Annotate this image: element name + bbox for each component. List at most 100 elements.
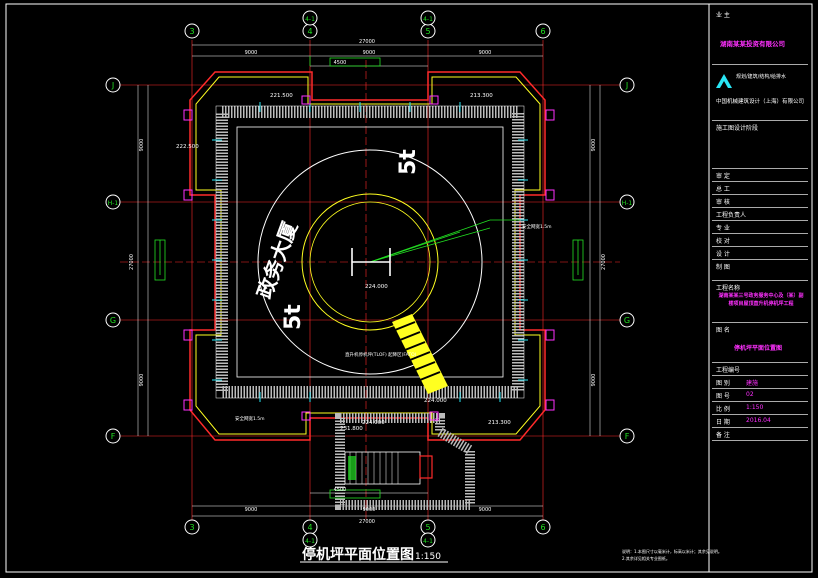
tb-row-1: 总 工 (712, 181, 808, 194)
company-logo-icon (716, 74, 732, 88)
svg-text:J: J (111, 81, 114, 90)
right-tag (572, 239, 584, 281)
svg-text:231.800: 231.800 (340, 426, 363, 432)
svg-text:J: J (625, 81, 628, 90)
bottom-tag (329, 489, 381, 499)
svg-text:9000: 9000 (139, 374, 145, 387)
tlof-outer (301, 193, 439, 331)
tb-row-0: 审 定 (712, 168, 808, 181)
stair-core (335, 413, 475, 510)
tb-stage: 施工图设计阶段 (712, 120, 808, 169)
svg-text:224.000: 224.000 (365, 284, 388, 290)
svg-text:5: 5 (425, 523, 430, 532)
svg-text:9000: 9000 (245, 507, 258, 513)
svg-text:4500: 4500 (334, 60, 347, 66)
svg-text:4: 4 (307, 27, 312, 36)
svg-text:6: 6 (540, 27, 545, 36)
top-tag (329, 57, 381, 67)
svg-text:213.300: 213.300 (488, 420, 511, 426)
note-line-1: 说明：1.本图尺寸以毫米计，标高以米计；其余见说明。 (622, 548, 722, 554)
elevation-labels: 221.500 213.300 222.500 224.000 224.000 … (176, 93, 552, 432)
tb-owner-name: 湖南某某投资有限公司 (720, 40, 785, 48)
tb-project: 工程名称 湖南某某三号政务服务中心及（某）副楼项目屋顶直升机停机坪工程 (712, 280, 808, 323)
sheet-frame (5, 3, 813, 573)
svg-text:9000: 9000 (245, 50, 258, 56)
svg-text:27000: 27000 (129, 254, 135, 270)
svg-text:安全网宽1.5m: 安全网宽1.5m (522, 223, 552, 230)
svg-text:F: F (111, 432, 116, 441)
svg-text:9000: 9000 (479, 507, 492, 513)
dimension-texts: 27000 9000 9000 9000 4500 27000 9000 900… (129, 39, 607, 525)
tb-project-label: 工程名称 (716, 285, 741, 292)
svg-text:H-1: H-1 (108, 200, 119, 207)
svg-text:5: 5 (425, 27, 430, 36)
svg-text:G: G (624, 316, 630, 325)
svg-text:H-1: H-1 (622, 200, 633, 207)
helipad-h-symbol (351, 248, 391, 276)
tb-owner: 业 主 湖南某某投资有限公司 (712, 8, 808, 52)
tb-row-2: 审 核 (712, 194, 808, 207)
svg-text:27000: 27000 (359, 519, 375, 525)
drawing-scale: 1:150 (415, 552, 441, 562)
svg-text:3: 3 (189, 523, 194, 532)
drawing-title-block: 停机坪平面位置图 1:150 说明：1.本图尺寸以毫米计，标高以米计；其余见说明… (300, 546, 722, 563)
tb-row-6: 设 计 (712, 246, 808, 259)
svg-text:5t: 5t (281, 304, 306, 330)
svg-text:9000: 9000 (591, 374, 597, 387)
tb-row-7: 制 图 (712, 259, 808, 272)
svg-text:安全网宽1.5m: 安全网宽1.5m (235, 415, 265, 422)
axis-bubbles (105, 10, 635, 548)
tb-bottom-rule (712, 440, 808, 442)
svg-text:政务大厦: 政务大厦 (252, 217, 302, 301)
drawing-title: 停机坪平面位置图 (302, 546, 414, 563)
tb-row-4: 专 业 (712, 220, 808, 233)
axis-labels: 3 4 4-1 5 4-1 6 3 4 4-1 5 4-1 6 J H-1 G … (108, 16, 633, 545)
svg-text:F: F (625, 432, 630, 441)
tb-info-4: 备 注 (712, 427, 808, 440)
svg-text:4500: 4500 (334, 487, 347, 493)
svg-text:4-1: 4-1 (423, 16, 433, 23)
svg-text:27000: 27000 (359, 39, 375, 45)
tlof-inner (309, 201, 431, 323)
tb-row-5: 校 对 (712, 233, 808, 246)
tb-owner-label: 业 主 (716, 12, 730, 19)
tb-designer: 规划/建筑/结构/给排水 中国机械建筑设计（上海）有限公司 (712, 64, 808, 121)
svg-text:222.500: 222.500 (176, 144, 199, 150)
dimension-lines (137, 44, 601, 517)
svg-text:221.500: 221.500 (270, 93, 293, 99)
svg-text:3: 3 (189, 27, 194, 36)
roof-lettering: 政务大厦 5t 5t (252, 149, 421, 330)
svg-text:4-1: 4-1 (305, 16, 315, 23)
left-tag (154, 239, 166, 281)
corner-columns (183, 95, 555, 421)
tb-number: 工程编号 (712, 362, 808, 375)
building-outline (189, 71, 546, 441)
svg-text:5t: 5t (396, 149, 421, 175)
svg-text:6: 6 (540, 523, 545, 532)
svg-text:9000: 9000 (363, 50, 376, 56)
svg-text:9000: 9000 (479, 50, 492, 56)
svg-text:4-1: 4-1 (305, 538, 315, 545)
svg-text:4-1: 4-1 (423, 538, 433, 545)
tb-drawing-label: 图 名 (716, 327, 730, 334)
tb-drawing: 图 名 停机坪平面位置图 (712, 322, 808, 363)
tb-row-3: 工程负责人 (712, 207, 808, 220)
helipad-perimeter (215, 105, 525, 399)
tb-info-0: 图 别建施 (712, 375, 808, 388)
svg-text:9000: 9000 (591, 139, 597, 152)
svg-text:9000: 9000 (139, 139, 145, 152)
fato-circle (257, 149, 483, 375)
svg-text:9000: 9000 (363, 507, 376, 513)
svg-text:213.300: 213.300 (470, 93, 493, 99)
tb-drawing-name: 停机坪平面位置图 (734, 345, 783, 352)
note-line-2: 2.其余详见相关专业图纸。 (622, 555, 670, 561)
tb-stage-label: 施工图设计阶段 (716, 125, 759, 132)
svg-text:直升机停机坪(TLOF) 起降区(FATO): 直升机停机坪(TLOF) 起降区(FATO) (345, 351, 417, 358)
tb-project-name: 湖南某某三号政务服务中心及（某）副楼项目屋顶直升机停机坪工程 (718, 293, 804, 307)
tb-designer-label: 规划/建筑/结构/给排水 (736, 74, 787, 80)
